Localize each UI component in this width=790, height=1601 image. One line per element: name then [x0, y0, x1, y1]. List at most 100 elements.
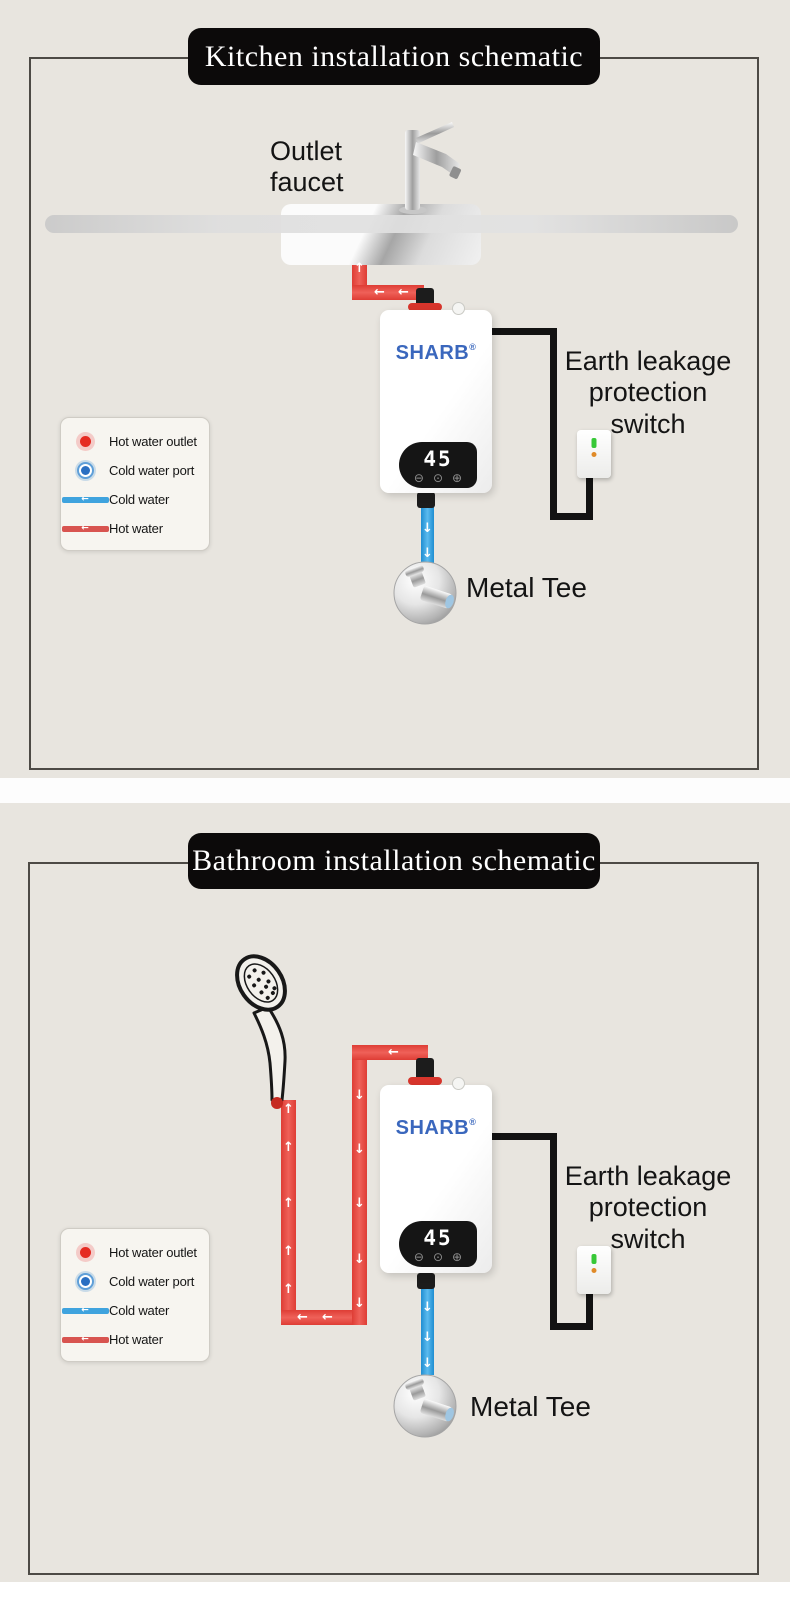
power-button-icon: ⊙: [432, 470, 444, 485]
hot-water-outlet-icon: [61, 436, 109, 447]
flow-arrow-down: ↓: [422, 546, 433, 561]
flow-arrow-down: ↓: [422, 1300, 433, 1315]
kitchen-sink: [281, 204, 481, 265]
kitchen-section: Kitchen installation schematic Outlet fa…: [0, 0, 790, 778]
earth-leakage-line3: switch: [610, 408, 686, 439]
earth-leakage-switch: [577, 430, 611, 478]
flow-arrow-left: ←: [398, 285, 409, 300]
legend-row-cold-water: ← Cold water: [61, 1296, 209, 1325]
switch-dot-orange: [591, 1268, 597, 1273]
hot-water-line-icon: ←: [61, 523, 109, 533]
cold-pipe-vertical: [421, 506, 434, 570]
heater-buttons: ⊖ ⊙ ⊕: [414, 1251, 462, 1263]
power-wire: [586, 478, 593, 520]
minus-button-icon: ⊖: [413, 470, 424, 485]
heater-indicator-light: [452, 302, 465, 315]
kitchen-countertop: [45, 215, 738, 233]
metal-tee-icon: [393, 1374, 457, 1438]
power-wire: [490, 1133, 557, 1140]
section-divider: [0, 778, 790, 803]
hot-pipe-horizontal: [352, 285, 424, 300]
cold-water-port-icon: [61, 466, 109, 475]
cold-outlet-cap: [417, 492, 435, 508]
legend-label: Hot water outlet: [109, 1245, 197, 1260]
cold-outlet-cap: [417, 1273, 435, 1289]
power-wire: [586, 1293, 593, 1330]
flow-arrow-down: ↓: [422, 1356, 433, 1371]
temperature-display: 45: [423, 1225, 453, 1250]
hot-pipe-bottom-horizontal: [281, 1310, 367, 1325]
hot-inlet-cap: [416, 288, 434, 306]
heater-display-panel: 45 ⊖ ⊙ ⊕: [399, 442, 477, 488]
switch-dot-orange: [591, 452, 597, 457]
legend-arrow: ←: [81, 523, 89, 533]
legend-box: Hot water outlet Cold water port ← Cold …: [60, 417, 210, 551]
legend-label: Cold water: [109, 1303, 170, 1318]
heater-indicator-light: [452, 1077, 465, 1090]
cold-water-line-icon: ←: [61, 1305, 109, 1315]
brand-logo: SHARB®: [380, 342, 492, 365]
legend-row-hot-water: ← Hot water: [61, 1325, 209, 1354]
legend-label: Hot water: [109, 1332, 163, 1347]
outlet-faucet-line2: faucet: [270, 167, 344, 198]
legend-arrow: ←: [81, 1305, 89, 1315]
metal-tee-icon: [393, 561, 457, 625]
power-wire: [550, 1133, 557, 1330]
flow-arrow-down: ↓: [354, 1088, 365, 1103]
legend-label: Cold water port: [109, 463, 195, 478]
bathroom-section: Bathroom installation schematic ← ↓ ↓ ↓ …: [0, 803, 790, 1582]
flow-arrow-down: ↓: [354, 1296, 365, 1311]
flow-arrow-down: ↓: [422, 521, 433, 536]
earth-leakage-label: Earth leakage protection switch: [538, 346, 758, 440]
flow-arrow-up: ↑: [354, 261, 365, 276]
legend-label: Cold water port: [109, 1274, 195, 1289]
earth-leakage-line2: protection: [588, 377, 708, 408]
flow-arrow-left: ←: [297, 1310, 308, 1325]
flow-arrow-left: ←: [374, 285, 385, 300]
temperature-display: 45: [423, 446, 453, 471]
power-button-icon: ⊙: [432, 1249, 444, 1264]
trademark-symbol: ®: [469, 1117, 477, 1127]
brand-logo: SHARB®: [380, 1117, 492, 1140]
power-wire: [550, 1323, 593, 1330]
metal-tee-label: Metal Tee: [470, 1391, 591, 1422]
legend-label: Cold water: [109, 492, 170, 507]
brand-name: SHARB: [395, 1117, 470, 1139]
flow-arrow-left: ←: [388, 1045, 399, 1060]
flow-arrow-up: ↑: [283, 1196, 294, 1211]
cold-pipe-vertical: [421, 1287, 434, 1375]
legend-row-hot-outlet: Hot water outlet: [61, 1238, 209, 1267]
power-wire: [550, 513, 593, 520]
earth-leakage-line2: protection: [588, 1192, 708, 1223]
flow-arrow-down: ↓: [354, 1142, 365, 1157]
bathroom-title-banner: Bathroom installation schematic: [188, 833, 600, 889]
plus-button-icon: ⊕: [452, 1249, 463, 1264]
legend-row-hot-outlet: Hot water outlet: [61, 427, 209, 456]
flow-arrow-up: ↑: [283, 1244, 294, 1259]
kitchen-title-banner: Kitchen installation schematic: [188, 28, 600, 85]
legend-arrow: ←: [81, 494, 89, 504]
water-heater: SHARB® 45 ⊖ ⊙ ⊕: [380, 1077, 492, 1273]
trademark-symbol: ®: [469, 342, 477, 352]
legend-row-cold-water: ← Cold water: [61, 485, 209, 514]
earth-leakage-label: Earth leakage protection switch: [538, 1161, 758, 1255]
legend-arrow: ←: [81, 1334, 89, 1344]
flow-arrow-down: ↓: [422, 1330, 433, 1345]
faucet-icon: [399, 122, 461, 214]
legend-row-hot-water: ← Hot water: [61, 514, 209, 543]
hot-pipe-right-vertical: [352, 1045, 367, 1325]
hot-pipe-top-horizontal: [352, 1045, 428, 1060]
shower-head-icon: [235, 954, 287, 1109]
legend-box: Hot water outlet Cold water port ← Cold …: [60, 1228, 210, 1362]
hot-inlet-flange: [408, 303, 442, 311]
minus-button-icon: ⊖: [413, 1249, 424, 1264]
legend-label: Hot water: [109, 521, 163, 536]
earth-leakage-line3: switch: [610, 1223, 686, 1254]
hot-water-outlet-icon: [61, 1247, 109, 1258]
hot-inlet-flange: [408, 1077, 442, 1085]
flow-arrow-up: ↑: [283, 1282, 294, 1297]
power-wire: [490, 328, 557, 335]
flow-arrow-up: ↑: [283, 1140, 294, 1155]
cold-water-line-icon: ←: [61, 494, 109, 504]
flow-arrow-left: ←: [322, 1310, 333, 1325]
